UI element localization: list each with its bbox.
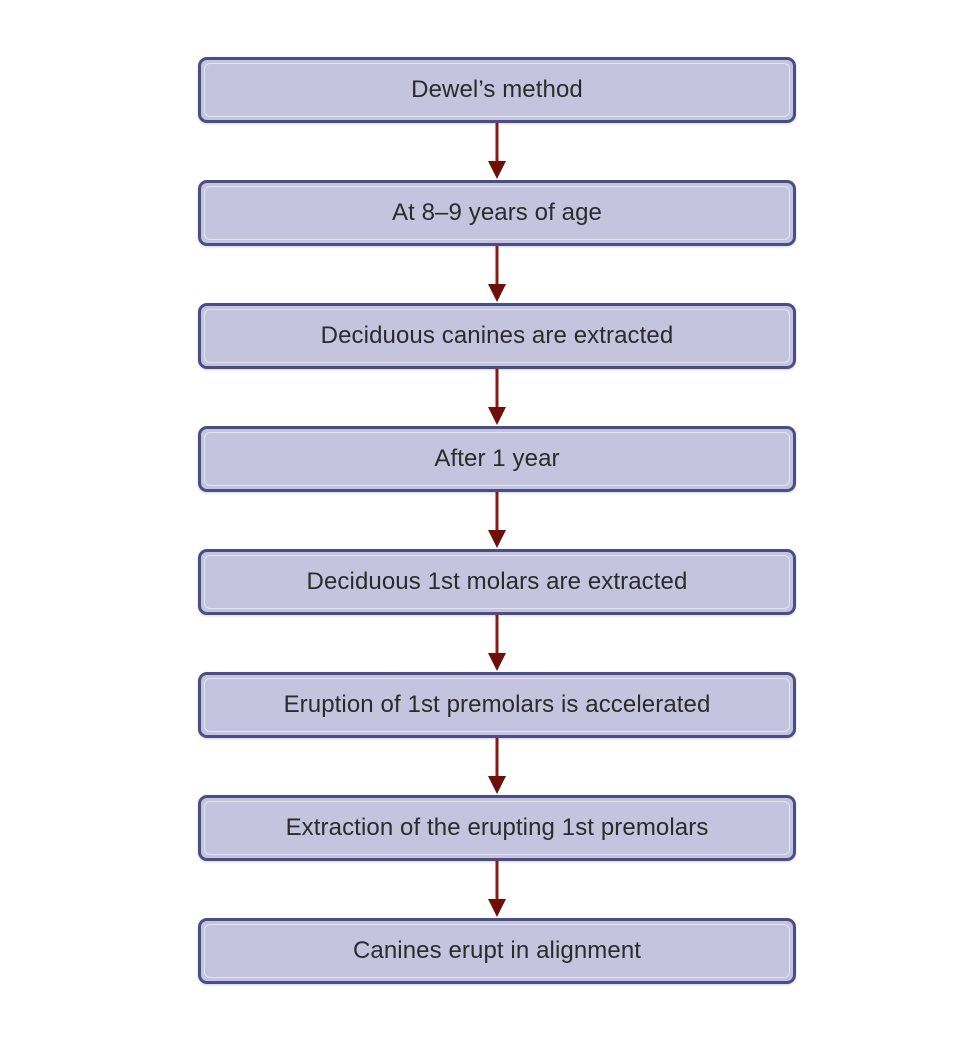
flowchart-arrow-5 bbox=[198, 615, 796, 672]
flowchart-node-5-label: Deciduous 1st molars are extracted bbox=[306, 568, 688, 596]
flowchart-arrow-1 bbox=[198, 123, 796, 180]
down-arrow-icon bbox=[488, 123, 506, 179]
down-arrow-icon bbox=[488, 369, 506, 425]
down-arrow-icon bbox=[488, 861, 506, 917]
flowchart-node-stack: Dewel’s method At 8–9 years of age Decid… bbox=[198, 57, 796, 984]
flowchart-node-5: Deciduous 1st molars are extracted bbox=[198, 549, 796, 615]
flowchart-node-2-label: At 8–9 years of age bbox=[391, 199, 603, 227]
down-arrow-icon bbox=[488, 615, 506, 671]
flowchart-node-1-label: Dewel’s method bbox=[411, 76, 583, 104]
flowchart-node-4: After 1 year bbox=[198, 426, 796, 492]
flowchart-node-7-label: Extraction of the erupting 1st premolars bbox=[285, 814, 709, 842]
flowchart-node-2: At 8–9 years of age bbox=[198, 180, 796, 246]
flowchart-arrow-4 bbox=[198, 492, 796, 549]
flowchart-arrow-3 bbox=[198, 369, 796, 426]
flowchart-arrow-2 bbox=[198, 246, 796, 303]
flowchart-arrow-6 bbox=[198, 738, 796, 795]
flowchart-node-3: Deciduous canines are extracted bbox=[198, 303, 796, 369]
flowchart-arrow-7 bbox=[198, 861, 796, 918]
down-arrow-icon bbox=[488, 246, 506, 302]
flowchart-node-1: Dewel’s method bbox=[198, 57, 796, 123]
flowchart-node-6-label: Eruption of 1st premolars is accelerated bbox=[283, 691, 711, 719]
flowchart-node-8: Canines erupt in alignment bbox=[198, 918, 796, 984]
down-arrow-icon bbox=[488, 492, 506, 548]
flowchart-node-7: Extraction of the erupting 1st premolars bbox=[198, 795, 796, 861]
flowchart-node-3-label: Deciduous canines are extracted bbox=[320, 322, 674, 350]
flowchart-node-6: Eruption of 1st premolars is accelerated bbox=[198, 672, 796, 738]
down-arrow-icon bbox=[488, 738, 506, 794]
flowchart-node-8-label: Canines erupt in alignment bbox=[352, 937, 642, 965]
flowchart-node-4-label: After 1 year bbox=[434, 445, 560, 473]
